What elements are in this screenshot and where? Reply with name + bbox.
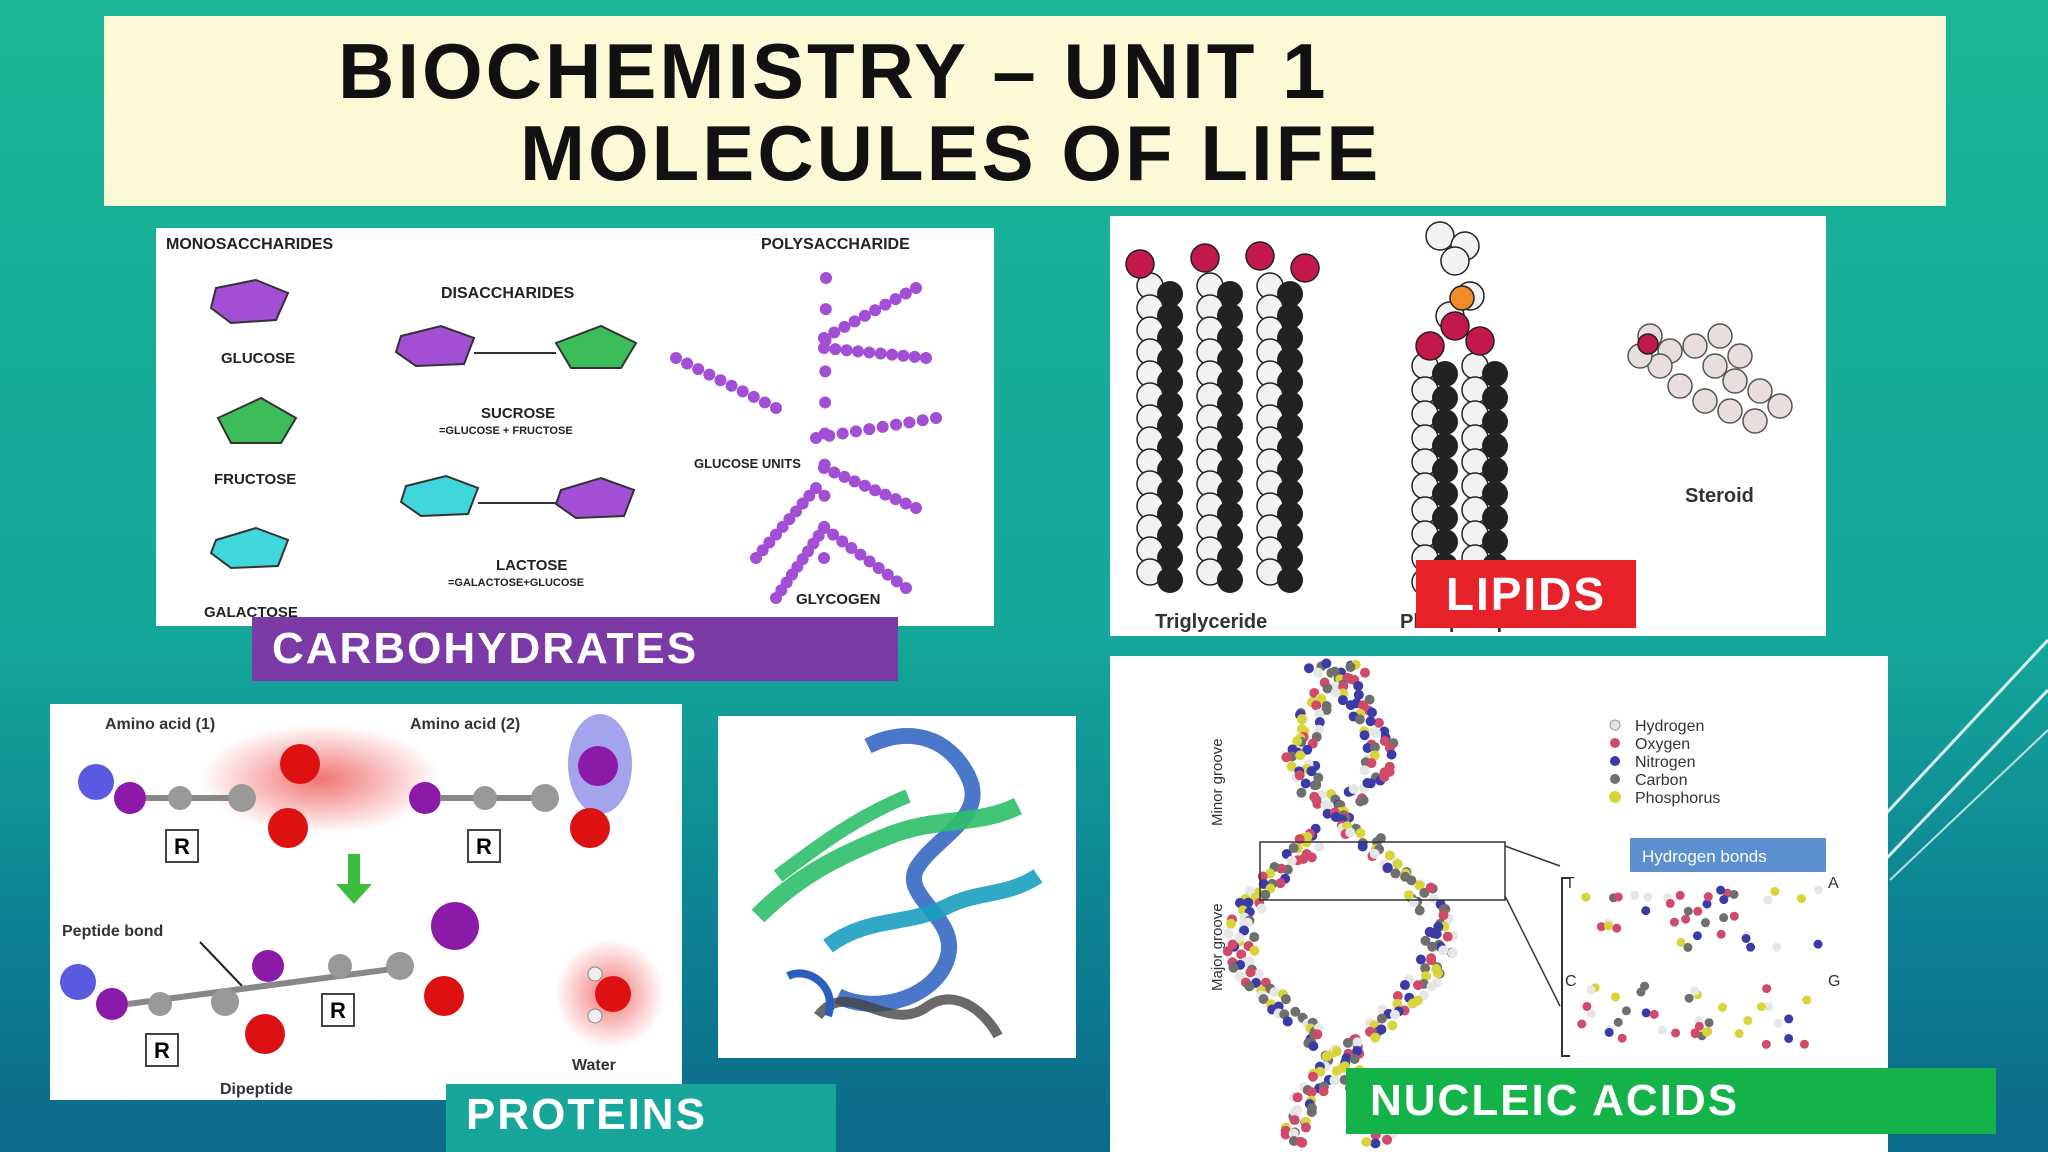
sucrose-glucose-ring bbox=[394, 324, 476, 368]
legend-carbon-label: Carbon bbox=[1635, 772, 1687, 789]
r-group-1: R bbox=[174, 834, 190, 859]
lactose-galactose-ring bbox=[399, 474, 480, 518]
legend-oxygen-label: Oxygen bbox=[1635, 736, 1690, 753]
triglyceride-label: Triglyceride bbox=[1155, 611, 1267, 633]
water-label: Water bbox=[572, 1057, 616, 1074]
base-a-label: A bbox=[1828, 875, 1839, 892]
title-line-2: MOLECULES OF LIFE bbox=[520, 109, 1382, 197]
minor-groove-label: Minor groove bbox=[1209, 738, 1226, 826]
lactose-glucose-ring bbox=[554, 476, 636, 520]
legend-carbon-swatch bbox=[1610, 774, 1620, 784]
proteins-reaction-panel: Amino acid (1) Amino acid (2) R R Peptid… bbox=[50, 704, 682, 1100]
glycogen-branches bbox=[670, 272, 942, 604]
sucrose-fructose-ring bbox=[554, 324, 638, 369]
sucrose-equation: =GLUCOSE + FRUCTOSE bbox=[439, 425, 573, 437]
monosaccharides-heading: MONOSACCHARIDES bbox=[166, 236, 333, 253]
hydrogen-bonds-label: Hydrogen bonds bbox=[1642, 847, 1767, 866]
base-c-label: C bbox=[1565, 973, 1577, 990]
polysaccharide-heading: POLYSACCHARIDE bbox=[761, 236, 910, 253]
glucose-label: GLUCOSE bbox=[221, 350, 295, 367]
r-group-2: R bbox=[476, 834, 492, 859]
legend-phosphorus-swatch bbox=[1609, 791, 1621, 803]
reaction-arrow bbox=[336, 854, 372, 904]
disaccharides-heading: DISACCHARIDES bbox=[441, 285, 575, 302]
base-pair-models bbox=[1577, 885, 1824, 1049]
lipids-label: LIPIDS bbox=[1416, 560, 1636, 628]
protein-ribbon-structure bbox=[751, 728, 1043, 1039]
peptide-bond-diagram: Amino acid (1) Amino acid (2) R R Peptid… bbox=[60, 714, 665, 1098]
amino-acid-2-label: Amino acid (2) bbox=[410, 716, 520, 733]
glucose-ring bbox=[209, 278, 290, 325]
carbohydrates-label: CARBOHYDRATES bbox=[252, 617, 898, 681]
r-group-3: R bbox=[154, 1038, 170, 1063]
lactose-label: LACTOSE bbox=[496, 557, 567, 574]
galactose-label: GALACTOSE bbox=[204, 604, 298, 621]
base-g-label: G bbox=[1828, 973, 1840, 990]
glucose-units-label: GLUCOSE UNITS bbox=[694, 456, 801, 471]
major-groove-label: Major groove bbox=[1209, 903, 1226, 991]
protein-ribbon-panel bbox=[718, 716, 1076, 1058]
steroid-model bbox=[1627, 323, 1793, 434]
hydrogen-bonds-box bbox=[1630, 838, 1826, 872]
legend-oxygen-swatch bbox=[1610, 738, 1620, 748]
legend-hydrogen-swatch bbox=[1609, 719, 1621, 731]
r-group-4: R bbox=[330, 998, 346, 1023]
legend-hydrogen-label: Hydrogen bbox=[1635, 718, 1704, 735]
nucleic-acids-label: NUCLEIC ACIDS bbox=[1346, 1068, 1996, 1134]
proteins-label: PROTEINS bbox=[446, 1084, 836, 1152]
dna-diagram: Minor groove Major groove Hydrogen bonds… bbox=[1209, 658, 1840, 1149]
legend-phosphorus-label: Phosphorus bbox=[1635, 790, 1720, 807]
base-t-label: T bbox=[1565, 875, 1575, 892]
title-banner bbox=[104, 16, 1946, 206]
fructose-ring bbox=[216, 396, 298, 444]
sucrose-label: SUCROSE bbox=[481, 405, 555, 422]
carbohydrates-panel: MONOSACCHARIDES DISACCHARIDES POLYSACCHA… bbox=[156, 228, 994, 626]
lipids-panel: Triglyceride Phospholipid Steroid bbox=[1110, 216, 1826, 636]
legend-nitrogen-swatch bbox=[1610, 756, 1620, 766]
glycogen-label: GLYCOGEN bbox=[796, 591, 880, 608]
phospholipid-model bbox=[1411, 221, 1508, 603]
carbohydrates-diagram: MONOSACCHARIDES DISACCHARIDES POLYSACCHA… bbox=[166, 236, 942, 621]
element-legend: Hydrogen Oxygen Nitrogen Carbon Phosphor… bbox=[1609, 718, 1720, 807]
amino-acid-1-label: Amino acid (1) bbox=[105, 716, 215, 733]
galactose-ring bbox=[209, 526, 290, 570]
dipeptide-label: Dipeptide bbox=[220, 1081, 293, 1098]
steroid-label: Steroid bbox=[1685, 485, 1754, 507]
lactose-equation: =GALACTOSE+GLUCOSE bbox=[448, 577, 584, 589]
fructose-label: FRUCTOSE bbox=[214, 471, 296, 488]
lipids-diagram: Triglyceride Phospholipid Steroid bbox=[1125, 221, 1793, 633]
triglyceride-model bbox=[1125, 241, 1320, 593]
legend-nitrogen-label: Nitrogen bbox=[1635, 754, 1695, 771]
title-line-1: BIOCHEMISTRY – UNIT 1 bbox=[338, 27, 1329, 115]
peptide-bond-label: Peptide bond bbox=[62, 923, 163, 940]
